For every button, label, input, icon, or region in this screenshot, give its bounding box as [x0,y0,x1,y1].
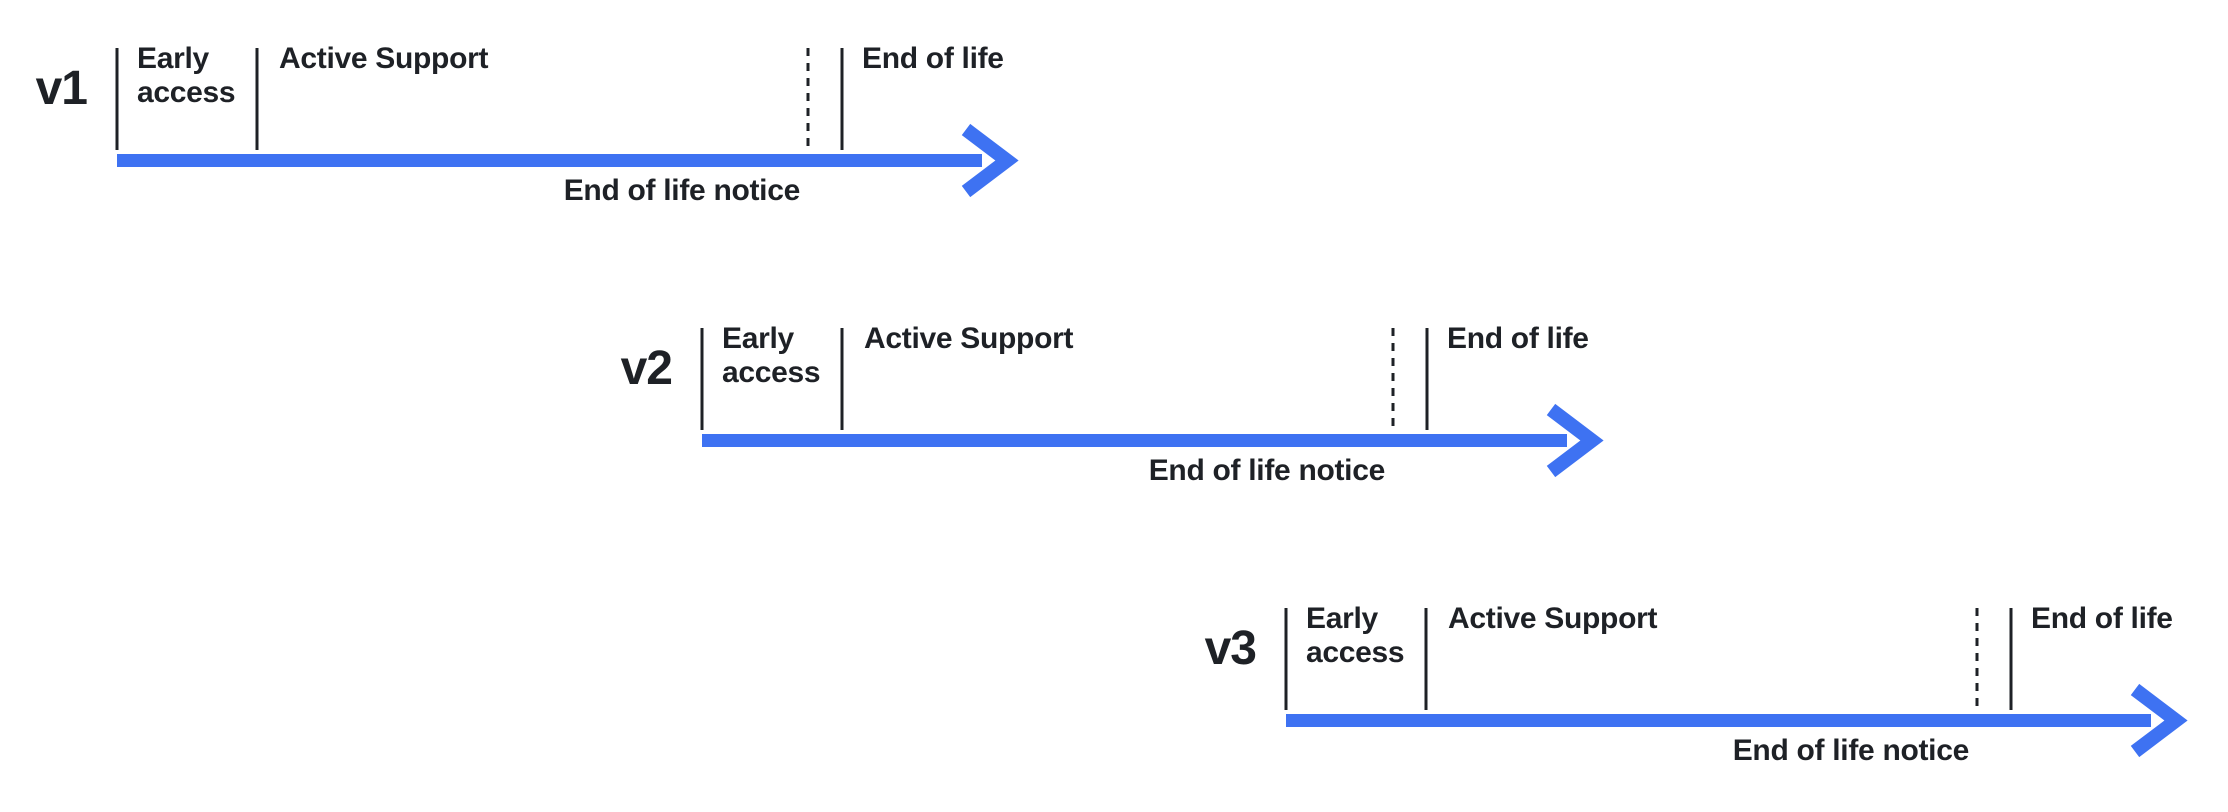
end-of-life-notice-label: End of life notice [1148,454,1386,487]
timeline-row-v3: v3 Early access Active Support End of li… [1136,596,2216,806]
phase-label-end-of-life: End of life [862,42,1004,75]
version-label: v1 [35,62,88,115]
timeline-arrow-head-icon [961,123,1019,198]
version-label: v2 [620,342,673,395]
timeline-arrow-head-icon [2130,683,2188,758]
end-of-life-notice-label: End of life notice [563,174,801,207]
end-of-life-notice-label: End of life notice [1732,734,1970,767]
version-label: v3 [1204,622,1257,675]
phase-label-active-support: Active Support [1448,602,1658,635]
phase-label-early-access: Early access [137,42,236,109]
phase-label-end-of-life: End of life [1447,322,1589,355]
phase-label-early-access: Early access [722,322,821,389]
timeline-arrow-head-icon [1546,403,1604,478]
timeline-graphic [700,328,1604,478]
timeline-graphic [115,48,1019,198]
timeline-row-v1: v1 Early access Active Support End of li… [0,36,1047,246]
timeline-row-v2: v2 Early access Active Support End of li… [552,316,1632,526]
phase-label-end-of-life: End of life [2031,602,2173,635]
phase-label-active-support: Active Support [864,322,1074,355]
phase-label-early-access: Early access [1306,602,1405,669]
phase-label-active-support: Active Support [279,42,489,75]
timeline-graphic [1284,608,2188,758]
